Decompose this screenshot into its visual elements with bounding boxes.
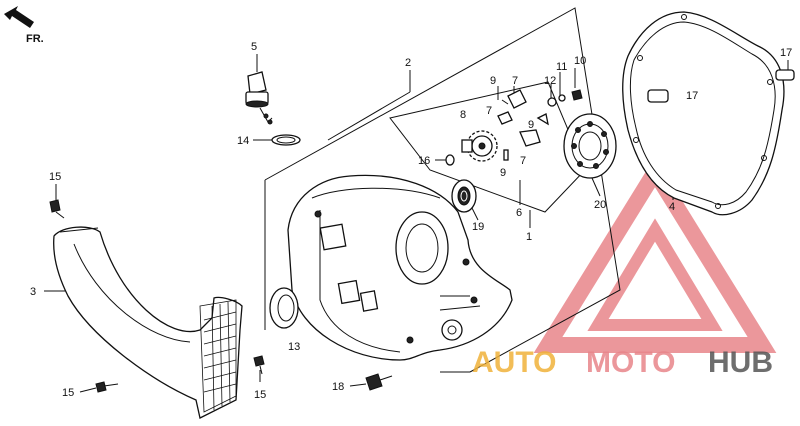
callout-14: 14	[237, 135, 249, 147]
front-direction-indicator: FR.	[4, 6, 44, 45]
screw-15-bottom	[253, 355, 265, 375]
fan-cover	[53, 226, 243, 419]
dowel-pin-17-lower	[647, 89, 669, 103]
callout-labels: 2 3 4 5 6 1 7 7 7 8 9 9 9 10 11 12 13 14…	[30, 41, 792, 401]
watermark-brand-part1: AUTO	[472, 346, 556, 379]
callout-9-low: 9	[500, 167, 506, 179]
callout-15-bottom: 15	[254, 389, 266, 401]
watermark-brand-text: AUTO MOTO HUB	[472, 346, 773, 379]
callout-4: 4	[669, 201, 675, 213]
callout-7-top: 7	[512, 75, 518, 87]
callout-15-top: 15	[49, 171, 61, 183]
callout-9-top: 9	[490, 75, 496, 87]
watermark-logo	[533, 156, 777, 353]
callout-8: 8	[460, 109, 466, 121]
callout-5: 5	[251, 41, 257, 53]
governor-weights	[497, 89, 549, 161]
washer-12	[547, 97, 557, 107]
oil-seal	[269, 287, 299, 329]
screw-15-bottom-left	[95, 381, 119, 393]
callout-15-left: 15	[62, 387, 74, 399]
governor-subassembly-boundary	[389, 81, 586, 213]
callout-11: 11	[556, 61, 567, 73]
callout-17-right: 17	[780, 47, 792, 59]
front-label: FR.	[26, 33, 44, 45]
washer-16	[445, 154, 455, 166]
watermark-brand-part3: HUB	[708, 346, 773, 379]
front-arrow-icon	[4, 6, 34, 28]
callout-12: 12	[544, 75, 556, 87]
screw-15-top	[49, 199, 65, 219]
o-ring-inner	[276, 136, 296, 144]
callout-7-mid: 7	[486, 105, 492, 117]
governor-gear	[461, 130, 498, 162]
callout-6: 6	[516, 207, 522, 219]
bearing-19	[451, 179, 477, 213]
watermark-brand-part2: MOTO	[586, 346, 675, 379]
watermark-triangle-outer	[533, 156, 777, 353]
cover-gasket	[622, 11, 785, 216]
callout-19: 19	[472, 221, 484, 233]
washer-11	[558, 94, 566, 102]
callout-1: 1	[526, 231, 532, 243]
flange-bolt	[365, 373, 393, 391]
dowel-pin-17-upper	[775, 69, 795, 81]
callout-18: 18	[332, 381, 344, 393]
callout-2: 2	[405, 57, 411, 69]
bolt-10	[571, 89, 583, 101]
callout-13: 13	[288, 341, 300, 353]
watermark-triangle-inner	[587, 218, 723, 331]
callout-17-left: 17	[686, 90, 698, 102]
callout-20: 20	[594, 199, 606, 211]
bearing-20	[563, 113, 617, 179]
callout-16: 16	[418, 155, 430, 167]
callout-10: 10	[574, 55, 586, 67]
callout-3: 3	[30, 286, 36, 298]
callout-7-low: 7	[520, 155, 526, 167]
callout-9-right: 9	[528, 119, 534, 131]
oil-filler-cap	[245, 71, 273, 125]
crankcase-cover	[287, 174, 513, 361]
